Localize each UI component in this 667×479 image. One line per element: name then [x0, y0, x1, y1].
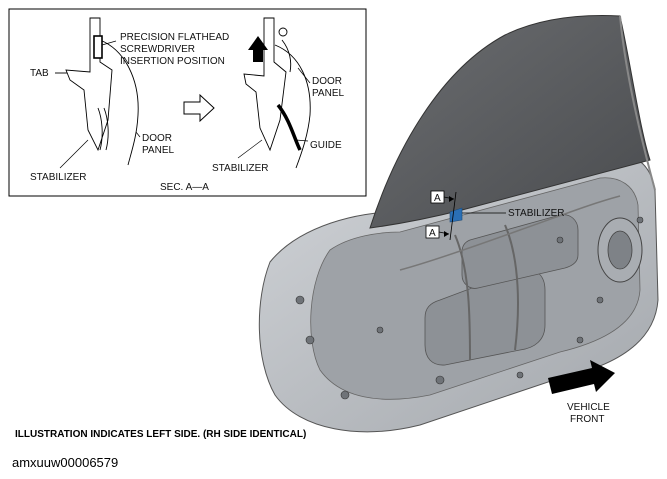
guide-part [276, 103, 302, 151]
screwdriver-label: SCREWDRIVER [120, 44, 195, 55]
vehicle-front-label: FRONT [570, 414, 604, 425]
mounting-holes [295, 216, 644, 400]
door-cutout-upper [461, 214, 579, 289]
side-note: ILLUSTRATION INDICATES LEFT SIDE. (RH SI… [15, 429, 306, 440]
window-channel [619, 15, 656, 191]
section-marker-lower: A [425, 225, 450, 239]
section-cut-line [449, 191, 457, 241]
inset-right-view [243, 17, 311, 169]
stabilizer-label-left: STABILIZER [30, 172, 87, 183]
door-panel-label-left: DOOR [142, 133, 172, 144]
section-marker-text: A [429, 228, 436, 239]
door-cutout-lower [424, 268, 546, 366]
door-illustration [258, 15, 659, 433]
door-panel-label-left: PANEL [142, 145, 174, 156]
vehicle-front-arrow [548, 360, 615, 394]
section-inset: PRECISION FLATHEAD SCREWDRIVER INSERTION… [8, 8, 367, 197]
window-regulator-rail [504, 224, 519, 351]
wiring-harness [399, 195, 621, 271]
inset-left-view [55, 17, 139, 166]
screwdriver-label: PRECISION FLATHEAD [120, 32, 229, 43]
stabilizer-label: STABILIZER [508, 208, 565, 219]
speaker-cone [607, 230, 633, 270]
door-panel-label-right: PANEL [312, 88, 344, 99]
vehicle-front-label: VEHICLE [567, 402, 610, 413]
transition-arrow [183, 93, 215, 123]
section-marker-upper: A [430, 190, 455, 204]
section-marker-text: A [434, 193, 441, 204]
guide-label: GUIDE [310, 140, 342, 151]
pull-up-arrow [248, 36, 268, 62]
document-id: amxuuw00006579 [12, 455, 119, 470]
tab-label: TAB [30, 68, 49, 79]
stabilizer-label-right: STABILIZER [212, 163, 269, 174]
window-regulator-rail [454, 234, 471, 361]
inset-leaders [59, 40, 311, 169]
section-label: SEC. A—A [160, 182, 209, 193]
door-panel-label-right: DOOR [312, 76, 342, 87]
screwdriver-label: INSERTION POSITION [120, 56, 225, 67]
